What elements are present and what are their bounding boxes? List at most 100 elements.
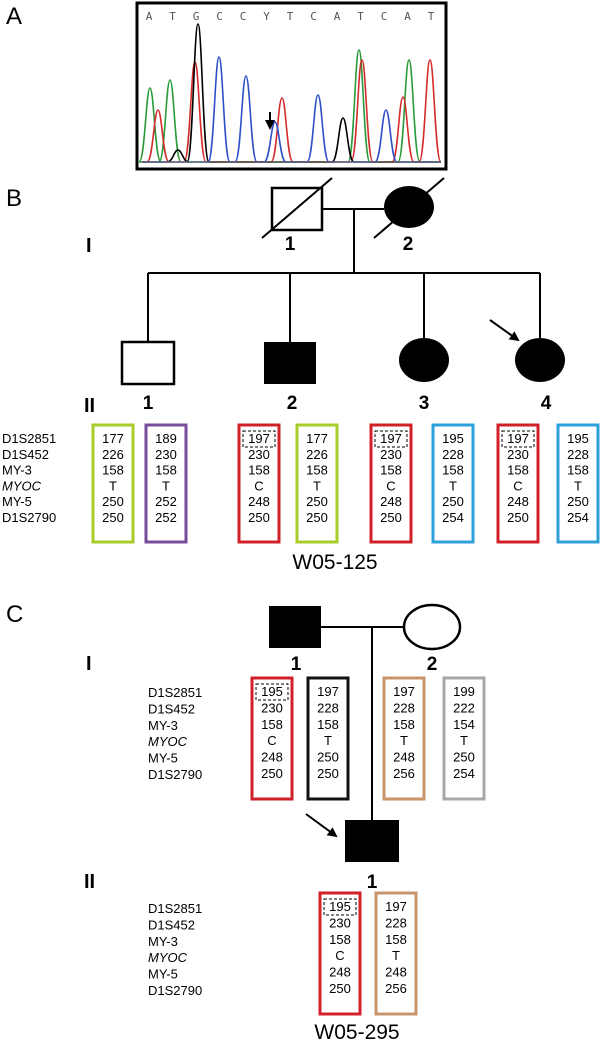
allele-value: 197	[507, 431, 529, 446]
individual-label: 1	[367, 872, 378, 893]
individual-label: 3	[419, 393, 430, 414]
chromatogram-trace	[142, 56, 441, 163]
haplotype-box-red	[237, 423, 281, 544]
haplotype-box-tan	[374, 891, 418, 1016]
allele-value: 250	[317, 766, 339, 781]
allele-value: 250	[442, 494, 464, 509]
allele-value: C	[335, 948, 344, 963]
allele-value: C	[254, 478, 263, 493]
generation-label-i: I	[86, 235, 92, 257]
allele-value: C	[513, 478, 522, 493]
allele-value: 158	[507, 463, 529, 478]
allele-value: 158	[393, 717, 415, 732]
individual-label: 2	[403, 234, 414, 255]
marker-name: MYOC	[148, 950, 188, 965]
generation-label-ii: II	[84, 395, 95, 417]
haplotype-box-gray	[442, 676, 486, 801]
allele-value: 158	[442, 463, 464, 478]
allele-value: 254	[567, 510, 589, 525]
allele-value: 250	[102, 510, 124, 525]
allele-value: T	[574, 478, 582, 493]
allele-value: 250	[317, 750, 339, 765]
proband-arrow	[305, 813, 338, 838]
allele-value: 197	[248, 431, 270, 446]
highlighted-allele-box	[374, 430, 408, 448]
haplotype-box-red	[496, 423, 540, 544]
marker-name: MY-3	[2, 463, 32, 478]
sequence-base: T	[357, 10, 364, 23]
allele-value: C	[386, 478, 395, 493]
allele-value: 250	[329, 981, 351, 996]
proband-symbol-affected-male	[345, 820, 399, 862]
allele-value: 256	[393, 766, 415, 781]
allele-value: 177	[306, 431, 328, 446]
marker-name: MY-5	[2, 494, 32, 509]
allele-value: T	[313, 478, 321, 493]
highlighted-allele-box	[255, 683, 289, 701]
allele-value: T	[460, 733, 468, 748]
allele-value: 230	[261, 700, 283, 715]
allele-value: 248	[380, 494, 402, 509]
allele-value: 228	[385, 915, 407, 930]
allele-value: 158	[380, 463, 402, 478]
marker-name: D1S2851	[148, 901, 202, 916]
allele-value: T	[162, 478, 170, 493]
marker-name: D1S2790	[2, 510, 56, 525]
sequence-base: A	[146, 10, 153, 23]
haplotypes-family-c-gen1: 195230158C248250197228158T25025019722815…	[250, 676, 486, 801]
sequence-base: C	[310, 10, 317, 23]
child-symbol-affected-female	[399, 338, 449, 382]
highlighted-allele-box	[323, 898, 357, 916]
mother-symbol	[402, 603, 462, 651]
sequence-base: Y	[263, 10, 270, 23]
allele-value: 250	[380, 510, 402, 525]
allele-value: 158	[248, 463, 270, 478]
marker-name: D1S452	[148, 701, 195, 716]
allele-value: 158	[102, 463, 124, 478]
marker-name: D1S452	[2, 447, 49, 462]
allele-value: 195	[567, 431, 589, 446]
allele-value: 228	[567, 447, 589, 462]
haplotype-box-red	[250, 676, 294, 801]
allele-value: T	[324, 733, 332, 748]
individual-label: 2	[427, 654, 438, 675]
haplotype-box-red	[369, 423, 413, 544]
allele-value: 228	[393, 700, 415, 715]
allele-value: 189	[155, 431, 177, 446]
allele-value: 254	[453, 766, 475, 781]
haplotype-box-tan	[382, 676, 426, 801]
allele-value: 252	[155, 510, 177, 525]
individual-label: 4	[541, 393, 552, 414]
sequence-base: A	[404, 10, 411, 23]
panel-a-label: A	[6, 3, 22, 30]
allele-value: 230	[329, 915, 351, 930]
allele-value: 230	[155, 447, 177, 462]
sequence-base: A	[334, 10, 341, 23]
allele-value: 197	[317, 684, 339, 699]
allele-value: 230	[507, 447, 529, 462]
proband-symbol-affected-female	[515, 338, 565, 382]
marker-name: MY-3	[148, 718, 178, 733]
individual-label: 1	[291, 654, 302, 675]
sequence-base: C	[381, 10, 388, 23]
chromatogram-trace	[142, 23, 441, 163]
allele-value: 248	[261, 750, 283, 765]
haplotypes-family-b: 177226158T250250189230158T25225219723015…	[91, 423, 600, 544]
marker-name: MY-5	[148, 967, 178, 982]
allele-value: 177	[102, 431, 124, 446]
allele-value: 230	[380, 447, 402, 462]
sequence-base: G	[193, 10, 200, 23]
allele-value: 250	[306, 510, 328, 525]
marker-name: D1S452	[148, 917, 195, 932]
allele-value: 256	[385, 981, 407, 996]
allele-value: 228	[442, 447, 464, 462]
deceased-slash	[373, 177, 445, 239]
child-symbol-unaffected-male	[120, 340, 176, 386]
haplotype-box-green	[91, 423, 135, 544]
allele-value: T	[400, 733, 408, 748]
allele-value: 248	[393, 750, 415, 765]
generation-label-i: I	[86, 653, 92, 675]
sequence-base: T	[428, 10, 435, 23]
